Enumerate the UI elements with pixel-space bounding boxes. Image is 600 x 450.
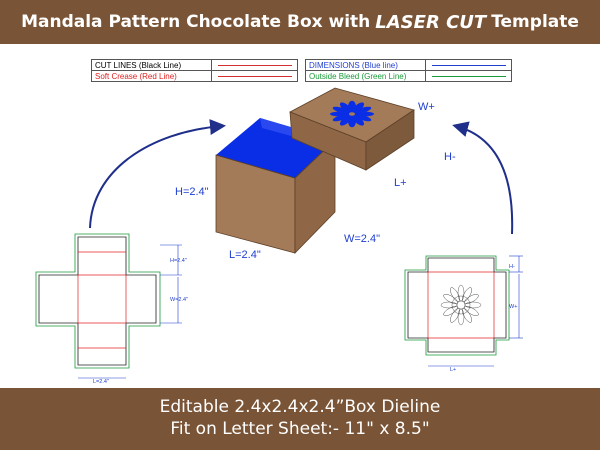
- dieline-right-h: H-: [509, 264, 515, 270]
- dieline-right-l: L+: [450, 367, 456, 373]
- dieline-left-bleed: [35, 233, 161, 369]
- title-banner: Mandala Pattern Chocolate Box with LASER…: [0, 0, 600, 44]
- legend-right: DIMENSIONS (Blue line) Outside Bleed (Gr…: [305, 59, 512, 82]
- legend-swatch-bleed: [425, 70, 512, 82]
- box-lid: [289, 87, 415, 171]
- box-length-label: L=2.4": [229, 249, 261, 261]
- lid-length-label: L+: [394, 177, 407, 189]
- legend-label-bleed: Outside Bleed (Green Line): [305, 70, 426, 82]
- lid-height-label: H-: [444, 151, 456, 163]
- legend-row-crease: Soft Crease (Red Line): [91, 70, 298, 82]
- footer-banner: Editable 2.4x2.4x2.4”Box Dieline Fit on …: [0, 388, 600, 450]
- dieline-left-w: W=2.4": [170, 297, 188, 303]
- legend-swatch-crease: [211, 70, 298, 82]
- footer-line-1: Editable 2.4x2.4x2.4”Box Dieline: [159, 397, 441, 417]
- dieline-right-bleed: [404, 255, 510, 356]
- lid-width-label: W+: [418, 101, 435, 113]
- legend-label-crease: Soft Crease (Red Line): [91, 70, 212, 82]
- title-emphasis: LASER CUT: [375, 11, 487, 33]
- lid-side-edge: [365, 109, 415, 171]
- dieline-left-cut: [38, 236, 157, 366]
- dieline-right: H- W+ L+: [404, 255, 523, 373]
- legend-row-bleed: Outside Bleed (Green Line): [305, 70, 512, 82]
- footer-line-2: Fit on Letter Sheet:- 11" x 8.5": [170, 419, 430, 439]
- title-suffix: Template: [491, 12, 579, 32]
- mandala-icon: [330, 100, 374, 128]
- dieline-mandala-icon: [440, 284, 482, 326]
- arrow-left-curve: [89, 119, 226, 229]
- arrow-right-curve: [452, 121, 514, 235]
- title-prefix: Mandala Pattern Chocolate Box with: [21, 12, 371, 32]
- dieline-right-w: W+: [509, 304, 517, 310]
- box-diagram: H=2.4" L=2.4" W=2.4" W+ H- L+ H=2.4" W=2…: [35, 87, 523, 385]
- dieline-left-h: H=2.4": [170, 258, 187, 264]
- box-width-label: W=2.4": [344, 233, 380, 245]
- dieline-left: H=2.4" W=2.4" L=2.4": [35, 233, 188, 385]
- box-height-label: H=2.4": [175, 186, 209, 198]
- dieline-left-l: L=2.4": [93, 379, 109, 385]
- legend-left: CUT LINES (Black Line) Soft Crease (Red …: [91, 59, 298, 82]
